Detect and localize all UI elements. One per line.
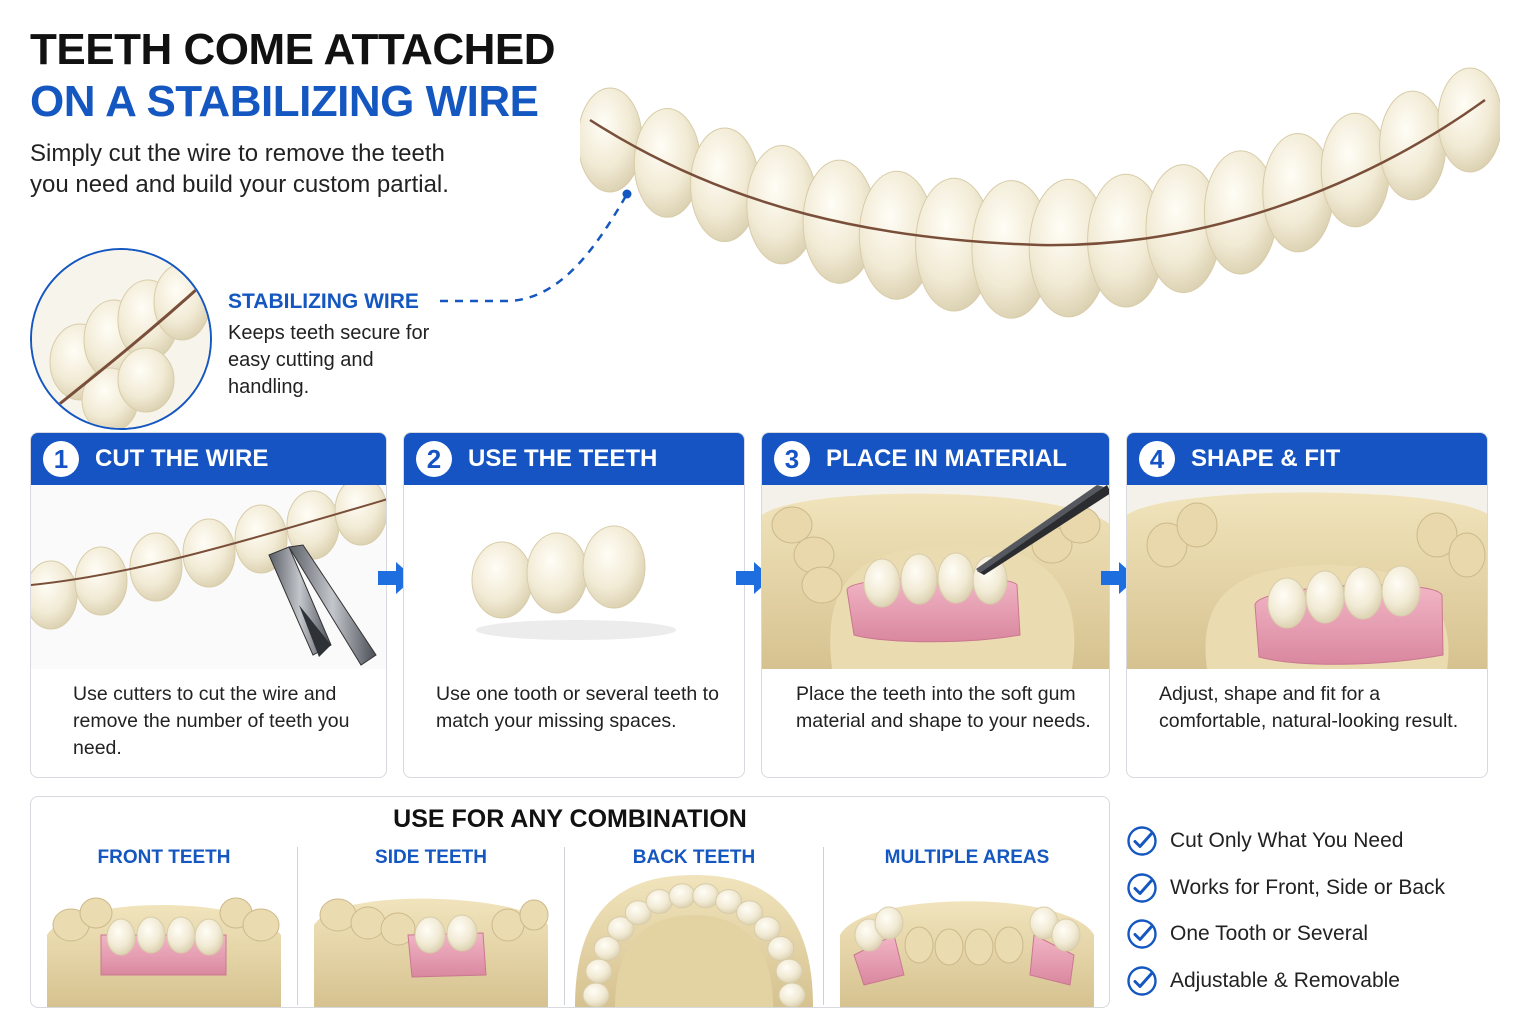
step-number-badge: 3 bbox=[774, 441, 810, 477]
step-card-place-material: 3 PLACE IN MATERIAL Place the teeth into… bbox=[761, 432, 1110, 778]
step-number-badge: 4 bbox=[1139, 441, 1175, 477]
combo-option-label: FRONT TEETH bbox=[97, 847, 231, 868]
combination-title: USE FOR ANY COMBINATION bbox=[393, 805, 747, 833]
benefit-text: Adjustable & Removable bbox=[1170, 968, 1400, 992]
multiple-areas-model-image bbox=[840, 901, 1094, 1007]
step1-tooth bbox=[182, 518, 236, 588]
step-card-use-teeth: 2 USE THE TEETH Use one tooth or several… bbox=[403, 432, 745, 778]
step-description: Use cutters to cut the wire and remove t… bbox=[73, 683, 350, 759]
tweezers-icon bbox=[976, 485, 1109, 575]
placing-teeth-image bbox=[762, 485, 1109, 669]
arch-tooth bbox=[715, 888, 743, 914]
fitted-partial-image bbox=[1127, 485, 1487, 669]
combo-option-label: BACK TEETH bbox=[632, 847, 756, 868]
step-title: SHAPE & FIT bbox=[1191, 445, 1341, 472]
step-header: 1 CUT THE WIRE bbox=[31, 433, 386, 485]
step-title: USE THE TEETH bbox=[468, 445, 658, 472]
step-description: Use one tooth or several teeth to match … bbox=[436, 683, 719, 732]
page-subtitle: Simply cut the wire to remove the teeth … bbox=[30, 140, 449, 198]
arch-tooth bbox=[668, 883, 696, 909]
combo-divider bbox=[297, 847, 298, 1005]
benefit-text: One Tooth or Several bbox=[1170, 922, 1369, 946]
benefit-item: Adjustable & Removable bbox=[1126, 958, 1526, 1005]
arch-tooth bbox=[607, 916, 635, 942]
benefits-list: Cut Only What You Need Works for Front, … bbox=[1126, 818, 1526, 1004]
side-teeth-model-image bbox=[314, 898, 549, 1007]
step1-tooth bbox=[31, 560, 78, 630]
benefit-text: Cut Only What You Need bbox=[1170, 829, 1404, 853]
step-number-badge: 2 bbox=[416, 441, 452, 477]
arch-tooth bbox=[593, 936, 621, 962]
step1-tooth bbox=[334, 485, 386, 546]
step-number-badge: 1 bbox=[43, 441, 79, 477]
arch-tooth bbox=[582, 982, 610, 1007]
benefit-item: Works for Front, Side or Back bbox=[1126, 865, 1526, 912]
benefit-text: Works for Front, Side or Back bbox=[1170, 875, 1446, 899]
loose-teeth-image bbox=[404, 485, 744, 669]
step-header: 4 SHAPE & FIT bbox=[1127, 433, 1487, 485]
step-header: 2 USE THE TEETH bbox=[404, 433, 744, 485]
step1-tooth bbox=[74, 546, 128, 616]
callout-text: Keeps teeth secure for easy cutting and … bbox=[228, 322, 430, 398]
model-molar bbox=[801, 566, 843, 604]
combo-option-front: FRONT TEETH bbox=[31, 847, 297, 1007]
combo-option-back: BACK TEETH bbox=[565, 847, 823, 1007]
page-title-line2: ON A STABILIZING WIRE bbox=[30, 77, 539, 126]
arch-tooth bbox=[624, 900, 652, 926]
step-title: PLACE IN MATERIAL bbox=[826, 445, 1067, 472]
step-title: CUT THE WIRE bbox=[95, 445, 269, 472]
arch-tooth bbox=[775, 958, 803, 984]
arch-tooth bbox=[736, 900, 764, 926]
page-title-line1: TEETH COME ATTACHED bbox=[30, 25, 556, 74]
benefit-item: Cut Only What You Need bbox=[1126, 818, 1526, 865]
callout-title: STABILIZING WIRE bbox=[228, 290, 419, 313]
hero-tooth bbox=[1320, 112, 1390, 228]
step1-tooth bbox=[129, 532, 183, 602]
wire-closeup-image bbox=[30, 248, 212, 430]
hero-teeth-on-wire-image bbox=[580, 67, 1500, 319]
model-molar bbox=[771, 506, 813, 544]
arch-tooth bbox=[767, 936, 795, 962]
combo-option-label: SIDE TEETH bbox=[375, 847, 487, 868]
arch-tooth bbox=[585, 958, 613, 984]
plier-icon bbox=[268, 544, 377, 666]
combo-option-side: SIDE TEETH bbox=[298, 847, 564, 1007]
combination-panel: USE FOR ANY COMBINATION FRONT TEETH SIDE… bbox=[30, 796, 1110, 1008]
callout-leader-line bbox=[440, 189, 632, 303]
hero-tooth bbox=[580, 87, 643, 193]
hero-tooth bbox=[1437, 67, 1500, 173]
check-circle-icon bbox=[1127, 966, 1157, 996]
step-header: 3 PLACE IN MATERIAL bbox=[762, 433, 1109, 485]
combo-divider bbox=[564, 847, 565, 1005]
arch-tooth bbox=[778, 982, 806, 1007]
check-circle-icon bbox=[1127, 826, 1157, 856]
arch-tooth bbox=[753, 916, 781, 942]
combo-option-label: MULTIPLE AREAS bbox=[884, 847, 1050, 868]
step-card-shape-fit: 4 SHAPE & FIT Adjust, shape and fit for … bbox=[1126, 432, 1488, 778]
check-circle-icon bbox=[1127, 873, 1157, 903]
hero-teeth bbox=[580, 67, 1500, 319]
step-description: Adjust, shape and fit for a comfortable,… bbox=[1159, 683, 1459, 732]
stabilizing-wire bbox=[589, 98, 1486, 247]
arch-tooth bbox=[692, 883, 720, 909]
combo-divider bbox=[823, 847, 824, 1005]
arch-tooth bbox=[645, 888, 673, 914]
combo-option-multiple: MULTIPLE AREAS bbox=[824, 847, 1109, 1007]
front-teeth-model-image bbox=[47, 897, 281, 1007]
benefit-item: One Tooth or Several bbox=[1126, 911, 1526, 958]
cutting-wire-image bbox=[31, 485, 386, 669]
step-description: Place the teeth into the soft gum materi… bbox=[796, 683, 1091, 732]
back-teeth-model-image bbox=[575, 875, 813, 1007]
step-card-cut-wire: 1 CUT THE WIRE Use cutters to cut the wi… bbox=[30, 432, 387, 778]
check-circle-icon bbox=[1127, 919, 1157, 949]
